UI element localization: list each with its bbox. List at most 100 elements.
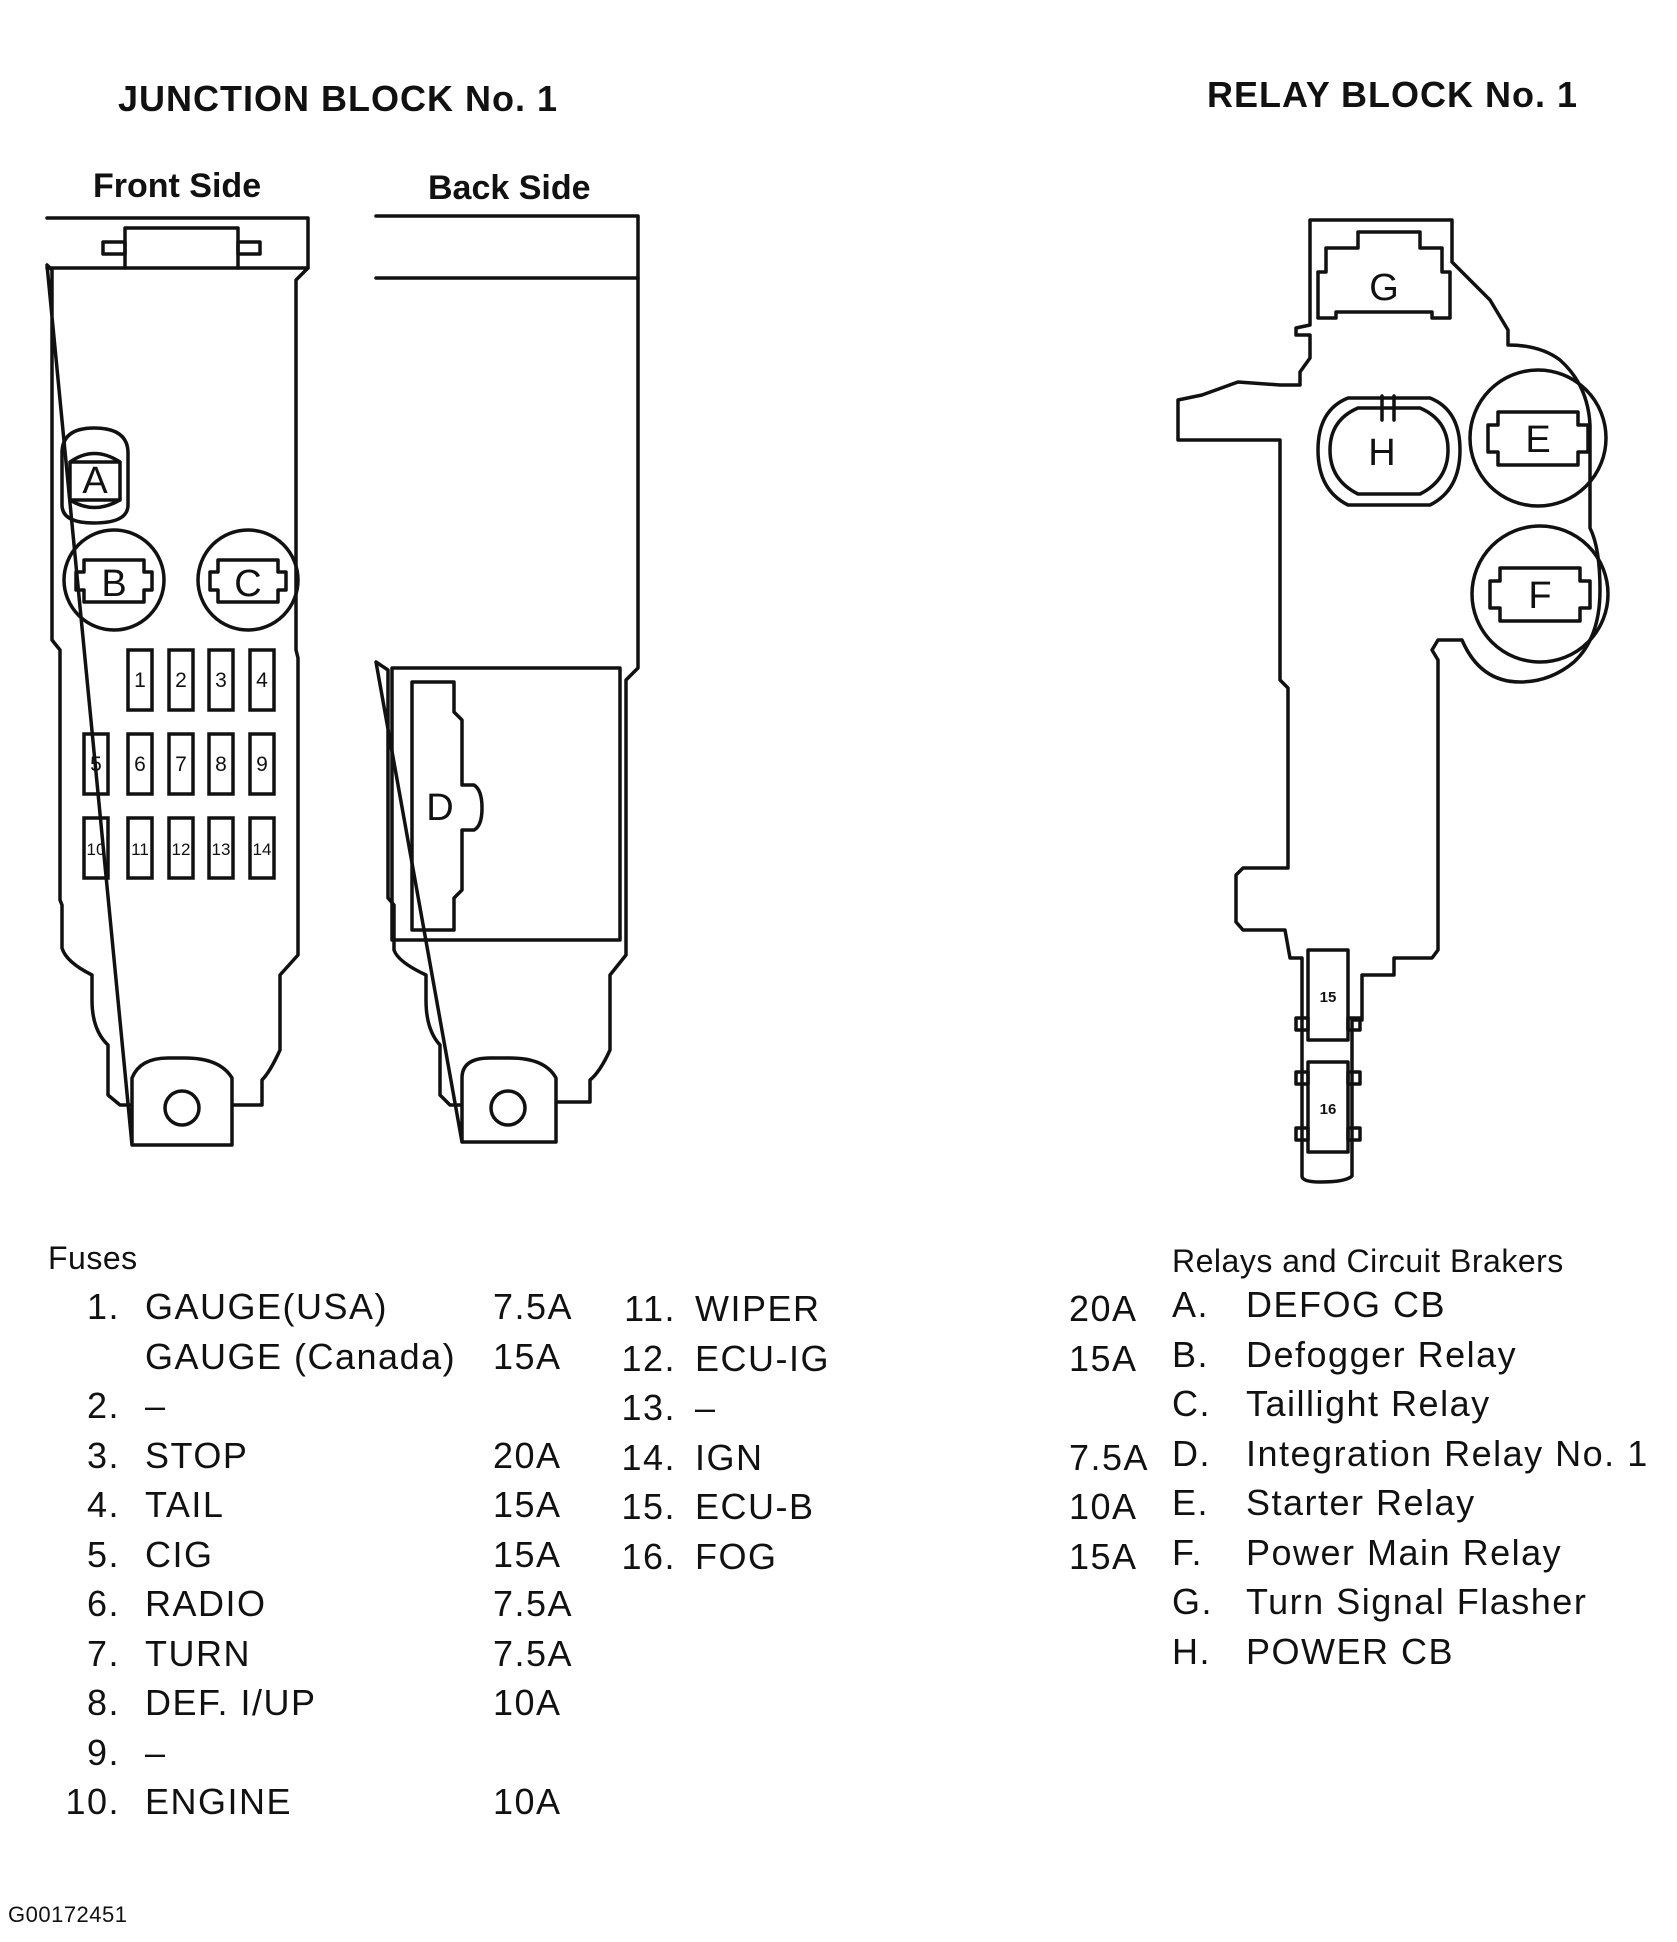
label-g: G [1369,267,1399,309]
fuse-number-2: 2 [175,669,187,692]
back-relay-compartment [390,666,622,942]
relay-row: D. Integration Relay No. 1 [1172,1433,1672,1483]
fuse-number-4: 4 [256,669,268,692]
fuse-name: WIPER [695,1288,821,1329]
fuse-slot-10 [82,816,110,880]
fuse-slot-9 [248,732,276,796]
fuse-number: 6. [86,1583,120,1624]
label-a: A [82,460,108,502]
front-mounting-hole [163,1089,201,1127]
fuse-name: – [695,1387,717,1428]
fuse-number: 5. [86,1533,120,1575]
label-fuse-15: 15 [1320,989,1337,1006]
fuse-number: 13. [621,1387,676,1428]
fuse-name: CIG [145,1533,214,1575]
relay-name: Starter Relay [1246,1482,1476,1523]
fuse-number: 2. [86,1385,120,1426]
fuse-number: 9. [86,1731,120,1773]
breaker-a-icon [60,426,130,525]
label-fuse-16: 16 [1320,1101,1337,1118]
relay-name: Taillight Relay [1246,1383,1491,1424]
relay-row: E.Starter Relay [1172,1482,1672,1532]
relay-c-icon [196,528,300,632]
fuse-number-11: 11 [131,840,149,859]
relay-d-icon [410,680,484,932]
fuse-slot-7 [167,732,195,796]
fuse-number: 7. [86,1632,120,1674]
relay-row: C. Taillight Relay [1172,1383,1672,1433]
relay-row: G. Turn Signal Flasher [1172,1581,1672,1631]
fuse-number-13: 13 [212,840,231,859]
relay-row: B.Defogger Relay [1172,1334,1672,1384]
fuse-row: 1.GAUGE(USA)7.5A [48,1286,648,1336]
fuse-amperage: 7.5A [493,1286,574,1327]
relay-b-icon [62,528,166,632]
fuse-amperage: 15A [1069,1337,1138,1379]
fuse-slot-11 [126,816,154,880]
fuse-number-6: 6 [134,753,146,776]
fuse-amperage: 10A [493,1682,562,1723]
fuse-number: 1. [86,1286,120,1327]
fuse-number-3: 3 [215,669,227,692]
fuse-row: 2.– [48,1385,648,1435]
relay-row: F.Power Main Relay [1172,1532,1672,1582]
relay-row: H.POWER CB [1172,1631,1672,1681]
fuse-slot-13 [207,816,235,880]
relay-e-icon [1468,368,1608,508]
breaker-h-icon [1316,396,1462,507]
relay-letter: C. [1172,1383,1211,1424]
fuse-slot-4 [248,648,276,712]
fuse-name: STOP [145,1434,249,1476]
relay-name: Turn Signal Flasher [1246,1581,1588,1622]
fuse-row: 12. ECU-IG 15A [608,1338,1168,1388]
fuse-16 [1306,1060,1350,1154]
relay-name: Defogger Relay [1246,1333,1518,1375]
fuse-number: 4. [86,1484,120,1525]
relay-name: Integration Relay No. 1 [1246,1432,1649,1474]
fuse-number-7: 7 [175,753,187,776]
relay-f-icon [1470,524,1610,664]
fuse-number-9: 9 [256,753,268,776]
fuse-number: 12. [621,1337,676,1379]
fuse-name: GAUGE (Canada) [145,1335,457,1377]
figure-code: G00172451 [8,1902,128,1927]
fuse-name: IGN [695,1436,764,1478]
fuse-15 [1306,948,1350,1042]
label-e: E [1525,419,1550,461]
fuse-number: 15. [621,1486,676,1527]
fuse-name: – [145,1385,167,1426]
fuse-number: 14. [621,1436,676,1478]
fuse-name: FOG [695,1535,778,1577]
relay-name: POWER CB [1246,1630,1455,1672]
fuse-amperage: 7.5A [1069,1436,1150,1478]
junction-block-title: JUNCTION BLOCK No. 1 [118,78,559,119]
relay-letter: D. [1172,1432,1211,1474]
fuse-amperage: 15A [493,1484,562,1525]
fuse-row: 7. TURN 7.5A [48,1633,648,1683]
fuse-name: TURN [145,1632,251,1674]
fuse-slot-14 [248,816,276,880]
fuses-heading: Fuses [48,1240,138,1276]
fuse-amperage: 7.5A [493,1632,574,1674]
fuse-amperage: 10A [1069,1486,1138,1527]
fuse-slot-12 [167,816,195,880]
relay-name: DEFOG CB [1246,1284,1447,1325]
fuse-slot-5 [82,732,110,796]
fuse-slot-2 [167,648,195,712]
fuse-amperage: 15A [493,1335,562,1377]
fuse-name: ECU-IG [695,1337,830,1379]
relay-letter: G. [1172,1581,1214,1622]
relay-name: Power Main Relay [1246,1531,1563,1573]
fuse-row: 13.– [608,1387,1168,1437]
